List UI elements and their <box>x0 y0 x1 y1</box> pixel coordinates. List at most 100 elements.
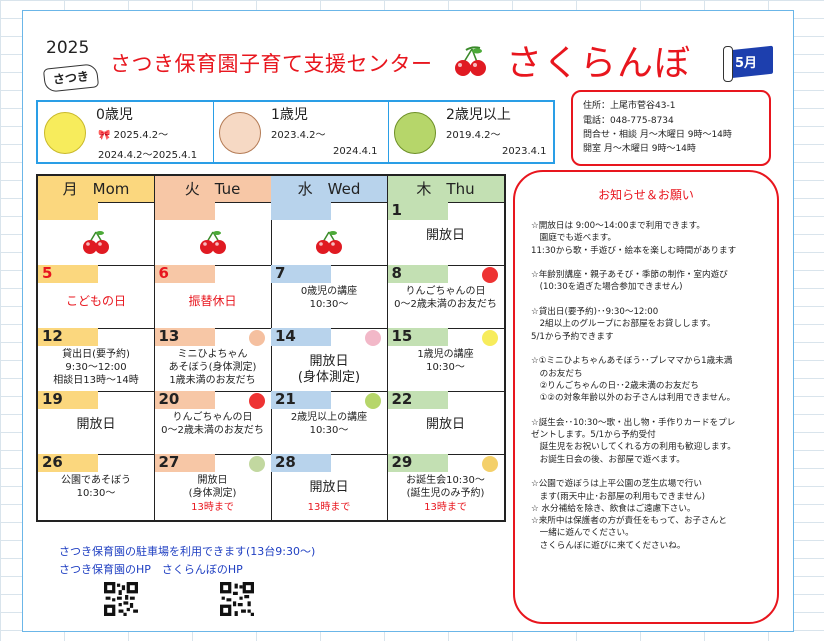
calendar-cell[interactable]: 29 お誕生会10:30～ (誕生児のみ予約) 13時まで <box>387 453 504 517</box>
date-number: 14 <box>275 327 296 345</box>
date-number: 21 <box>275 390 296 408</box>
date-number: 26 <box>42 453 63 471</box>
date-strip <box>271 202 331 220</box>
date-strip <box>154 454 215 472</box>
cell-event-text: こどもの日 <box>65 294 126 308</box>
day-header: 月 Mom <box>38 176 154 203</box>
date-strip <box>271 328 331 346</box>
qr-code-sakuranbo[interactable] <box>220 582 254 616</box>
elephant-icon <box>394 112 436 154</box>
date-number: 19 <box>42 390 63 408</box>
date-strip <box>38 391 98 409</box>
date-strip <box>38 265 98 283</box>
cell-event-text: 公園であそぼう 10:30～ <box>61 475 131 499</box>
contact-box: 住所：上尾市菅谷43-1 電話：048-775-8734 問合せ・相談 月～木曜… <box>571 90 771 166</box>
day-header: 木 Thu <box>387 176 504 203</box>
date-number: 6 <box>158 264 169 282</box>
character-icon <box>248 330 265 346</box>
day-header: 火 Tue <box>154 176 271 203</box>
calendar-cell[interactable] <box>271 202 387 266</box>
calendar-cell[interactable]: 8 りんごちゃんの日 0～2歳未満のお友だち <box>387 264 504 329</box>
page-title: さつき保育園子育て支援センター <box>110 52 433 76</box>
calendar-cell[interactable]: 1 開放日 <box>387 201 504 266</box>
month-label: 5月 <box>735 56 758 71</box>
cherry-icon <box>198 230 228 256</box>
calendar-cell[interactable] <box>154 202 271 266</box>
date-number: 8 <box>391 264 402 282</box>
notice-title: お知らせ＆お願い <box>598 188 694 202</box>
date-number: 15 <box>391 327 413 345</box>
date-strip <box>38 202 98 220</box>
age-range-start: 2023.4.2～ <box>271 130 326 141</box>
date-strip <box>271 391 331 409</box>
age-range-end: 2024.4.1 <box>333 146 378 157</box>
cell-event-text: 開放日 (身体測定) <box>297 354 361 385</box>
age-range-start: 2019.4.2～ <box>446 130 501 141</box>
date-strip <box>38 328 98 346</box>
date-strip <box>154 202 215 220</box>
notice-body: ☆開放日は 9:00～14:00まで利用できます。 園庭でも遊べます。 11:3… <box>531 221 737 551</box>
cell-time-note: 13時まで <box>424 502 467 513</box>
homepage-links: さつき保育園のHP さくらんぼのHP <box>59 563 243 576</box>
calendar-cell[interactable]: 13 ミニひよちゃん あそぼう(身体測定) 1歳未満のお友だち <box>154 327 271 392</box>
cell-event-text: 0歳児の講座 10:30～ <box>300 286 358 310</box>
calendar-cell[interactable] <box>38 202 154 266</box>
cell-time-note: 13時まで <box>307 502 351 513</box>
date-strip <box>271 454 331 472</box>
parking-notice: さつき保育園の駐車場を利用できます(13台9:30～) <box>59 545 316 558</box>
cell-event-text: 貸出日(要予約) 9:30～12:00 相談日13時～14時 <box>53 349 139 386</box>
date-strip <box>387 328 448 346</box>
character-icon <box>365 393 381 409</box>
cell-event-text: お誕生会10:30～ (誕生児のみ予約) <box>406 475 485 499</box>
calendar-column: 火 Tue 6 振替休日 13 ミニひよちゃん あそぼう(身体測定) 1歳未満のお友だち… <box>154 176 272 520</box>
calendar-cell[interactable]: 5 こどもの日 <box>38 264 154 329</box>
age-range-end: 2023.4.1 <box>502 146 547 157</box>
date-number: 5 <box>42 264 53 282</box>
date-strip <box>271 265 331 283</box>
cell-event-text: 開放日 <box>425 417 465 432</box>
cell-event-text: りんごちゃんの日 0～2歳未満のお友だち <box>161 412 264 436</box>
character-icon <box>481 267 498 283</box>
brand-title: さくらんぼ <box>506 43 692 84</box>
date-number: 13 <box>158 327 180 345</box>
calendar-cell[interactable]: 20 りんごちゃんの日 0～2歳未満のお友だち <box>154 390 271 455</box>
date-strip <box>154 391 215 409</box>
age-group-2: 2歳児以上 2019.4.2～ 2023.4.1 <box>388 102 549 162</box>
cherry-icon <box>314 230 344 256</box>
date-strip <box>387 202 448 220</box>
character-icon <box>481 456 498 472</box>
character-icon <box>248 456 265 472</box>
age-group-1: 1歳児 2023.4.2～ 2024.4.1 <box>213 102 389 162</box>
calendar-cell[interactable]: 26 公園であそぼう 10:30～ <box>38 453 154 517</box>
age-group-title: 0歳児 <box>96 107 133 123</box>
date-strip <box>387 454 448 472</box>
qr-code-satsuki[interactable] <box>104 582 138 616</box>
cell-event-text: ミニひよちゃん あそぼう(身体測定) 1歳未満のお友だち <box>168 349 257 386</box>
ribbon-icon: 🎀 <box>98 130 111 141</box>
date-number: 20 <box>158 390 180 408</box>
date-number: 29 <box>391 453 413 471</box>
calendar-cell[interactable]: 6 振替休日 <box>154 264 271 329</box>
cell-event-text: 開放日 <box>425 228 465 243</box>
cell-time-note: 13時まで <box>191 502 234 513</box>
day-header: 水 Wed <box>271 176 387 203</box>
cell-event-text: 開放日 <box>309 480 349 495</box>
date-number: 1 <box>391 201 402 219</box>
date-number: 22 <box>391 390 413 408</box>
cell-event-text: りんごちゃんの日 0～2歳未満のお友だち <box>394 286 497 310</box>
calendar-cell[interactable]: 22 開放日 <box>387 390 504 455</box>
contact-open-room: 開室 月～木曜日 9時～14時 <box>583 144 696 154</box>
cell-event-text: 振替休日 <box>188 294 237 308</box>
